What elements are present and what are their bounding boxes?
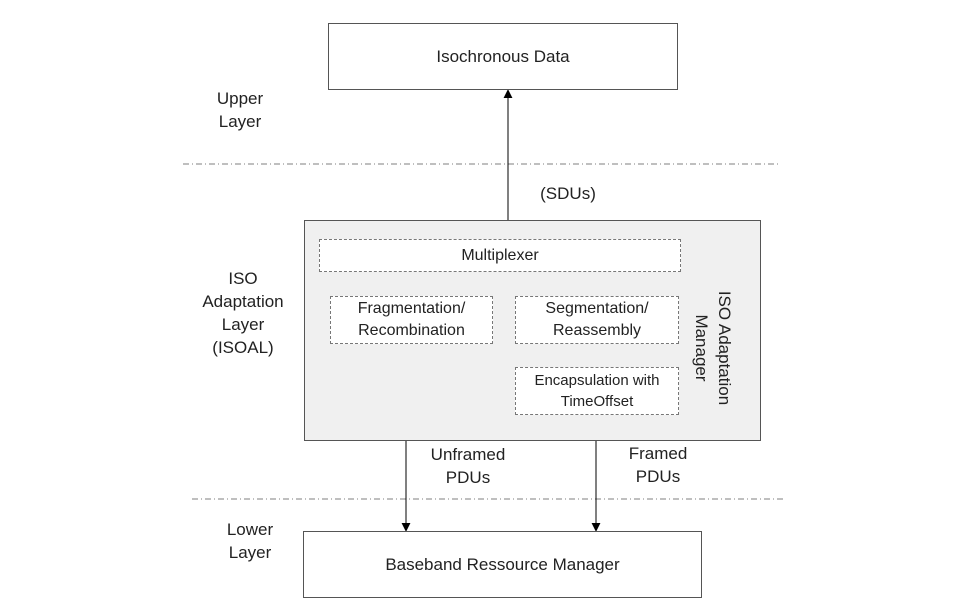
isochronous-data-box: Isochronous Data xyxy=(328,23,678,90)
lower-layer-label: Lower Layer xyxy=(226,520,274,562)
framed-pdus-label: Framed PDUs xyxy=(628,444,688,486)
baseband-resource-manager-box: Baseband Ressource Manager xyxy=(303,531,702,598)
baseband-resource-manager-label: Baseband Ressource Manager xyxy=(385,555,620,574)
iso-adaptation-layer-label: ISO Adaptation Layer (ISOAL) xyxy=(202,269,284,357)
unframed-pdus-label: Unframed PDUs xyxy=(430,445,506,487)
iso-adaptation-manager-label: ISO Adaptation Manager xyxy=(692,290,734,406)
multiplexer-box: Multiplexer xyxy=(319,239,681,272)
segmentation-reassembly-box: Segmentation/ Reassembly xyxy=(515,296,679,344)
fragmentation-recombination-box: Fragmentation/ Recombination xyxy=(330,296,493,344)
sdus-label: (SDUs) xyxy=(540,184,596,203)
isochronous-data-label: Isochronous Data xyxy=(436,47,570,66)
upper-layer-label: Upper Layer xyxy=(216,89,264,131)
encapsulation-timeoffset-box: Encapsulation with TimeOffset xyxy=(515,367,679,415)
